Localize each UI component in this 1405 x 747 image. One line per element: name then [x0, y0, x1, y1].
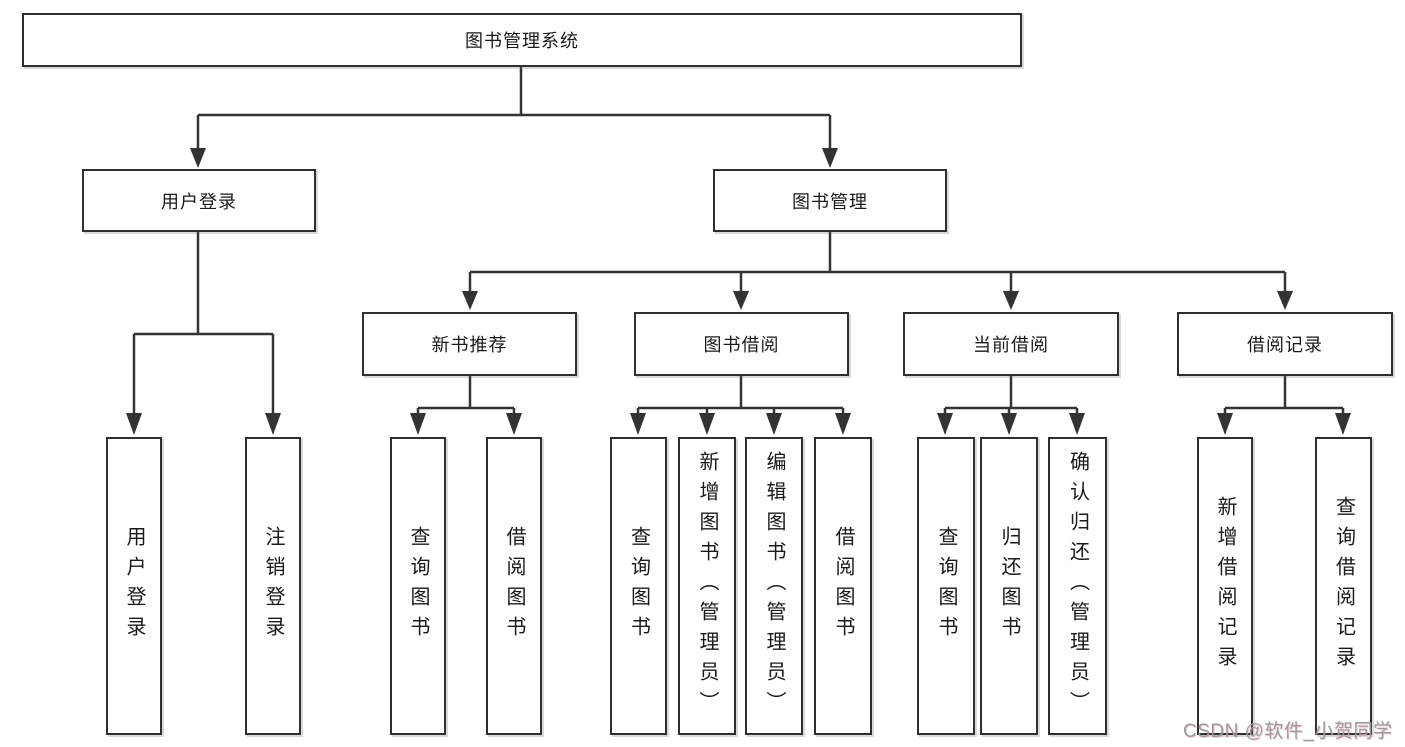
node-borrow-records: 借阅记录 [1177, 312, 1393, 376]
leaf-records-query-record-label: 查询借阅记录 [1332, 496, 1355, 676]
leaf-records-add-record-label: 新增借阅记录 [1214, 496, 1236, 676]
leaf-borrow-edit-book-admin-label: 编辑图书（管理员） [763, 451, 785, 721]
leaf-user-login-label: 用户登录 [123, 526, 145, 646]
node-root: 图书管理系统 [22, 13, 1022, 67]
node-current-borrow: 当前借阅 [903, 312, 1119, 376]
node-book-borrow: 图书借阅 [634, 312, 849, 376]
leaf-records-query-record: 查询借阅记录 [1315, 437, 1372, 735]
leaf-user-login: 用户登录 [106, 437, 162, 735]
node-user-login: 用户登录 [82, 169, 316, 232]
leaf-logout: 注销登录 [245, 437, 301, 735]
node-book-borrow-label: 图书借阅 [703, 335, 780, 355]
node-current-borrow-label: 当前借阅 [973, 335, 1049, 355]
node-new-book-recommend: 新书推荐 [362, 312, 577, 376]
leaf-borrow-add-book-admin: 新增图书（管理员） [678, 437, 736, 735]
leaf-current-query-book: 查询图书 [917, 437, 975, 735]
leaf-current-return-book: 归还图书 [980, 437, 1038, 735]
node-book-management: 图书管理 [713, 169, 947, 232]
leaf-borrow-borrow-book-label: 借阅图书 [832, 526, 854, 646]
leaf-current-return-book-label: 归还图书 [998, 526, 1020, 646]
leaf-borrow-query-book-label: 查询图书 [627, 526, 650, 646]
leaf-borrow-edit-book-admin: 编辑图书（管理员） [745, 437, 803, 735]
node-new-book-recommend-label: 新书推荐 [431, 335, 508, 355]
leaf-records-add-record: 新增借阅记录 [1197, 437, 1253, 735]
leaf-current-query-book-label: 查询图书 [935, 526, 957, 646]
leaf-recommend-borrow-book: 借阅图书 [486, 437, 542, 735]
leaf-logout-label: 注销登录 [262, 526, 284, 646]
leaf-borrow-query-book: 查询图书 [610, 437, 667, 735]
leaf-current-confirm-return-admin: 确认归还（管理员） [1048, 437, 1107, 735]
csdn-watermark: CSDN @软件_小贺同学 [1183, 721, 1393, 742]
leaf-recommend-borrow-book-label: 借阅图书 [503, 526, 525, 646]
node-user-login-label: 用户登录 [161, 191, 237, 212]
leaf-recommend-query-book-label: 查询图书 [407, 526, 429, 646]
leaf-borrow-add-book-admin-label: 新增图书（管理员） [696, 451, 718, 721]
leaf-borrow-borrow-book: 借阅图书 [814, 437, 872, 735]
node-book-management-label: 图书管理 [792, 191, 868, 212]
node-borrow-records-label: 借阅记录 [1247, 335, 1323, 355]
node-root-label: 图书管理系统 [465, 31, 579, 51]
leaf-current-confirm-return-admin-label: 确认归还（管理员） [1066, 451, 1089, 721]
leaf-recommend-query-book: 查询图书 [390, 437, 446, 735]
